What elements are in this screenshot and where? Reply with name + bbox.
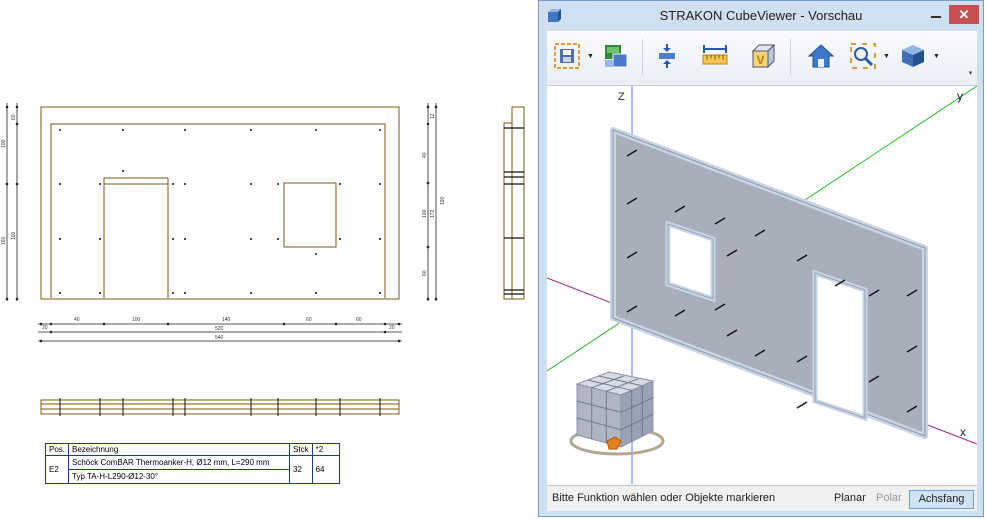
window-opening-3d [665, 220, 716, 303]
svg-text:140: 140 [222, 317, 231, 323]
3d-viewport[interactable]: Z y x [546, 85, 978, 484]
svg-text:12: 12 [430, 113, 436, 119]
tab-achsfang[interactable]: Achsfang [909, 490, 974, 509]
window-opening [283, 182, 337, 248]
table-header-row: Pos. Bezeichnung Stck *2 [44, 443, 340, 456]
status-bar: Bitte Funktion wählen oder Objekte marki… [547, 485, 977, 511]
svg-text:172: 172 [430, 209, 436, 218]
table-row: E2 Schöck ComBAR Thermoanker-H, Ø12 mm, … [44, 455, 340, 484]
split-button[interactable] [651, 40, 683, 72]
x-axis-label: x [960, 425, 966, 439]
cell-description: Schöck ComBAR Thermoanker-H, Ø12 mm, L=2… [68, 455, 291, 484]
door-opening-3d [812, 269, 868, 422]
title-bar[interactable]: STRAKON CubeViewer - Vorschau ✕ [539, 1, 983, 31]
wall-plan-view [40, 399, 400, 415]
anchor-dots [59, 129, 381, 294]
svg-text:20: 20 [389, 325, 395, 331]
y-axis-label: y [957, 89, 963, 103]
svg-text:100: 100 [11, 231, 17, 240]
app-icon [548, 9, 561, 22]
description-line-2: Typ TA-H-L290-Ø12-30° [72, 472, 159, 481]
header-pos: Pos. [44, 443, 70, 456]
view-cube-icon [902, 45, 924, 67]
parts-table: Pos. Bezeichnung Stck *2 E2 Schöck ComBA… [44, 443, 340, 484]
header-stck: Stck [289, 443, 313, 456]
wall-side-view [503, 122, 513, 300]
toolbar: ▼ [547, 31, 977, 86]
minimize-button[interactable] [925, 7, 947, 23]
wall-slab [610, 127, 928, 439]
svg-text:20: 20 [42, 325, 48, 331]
z-axis-label: Z [618, 91, 625, 103]
cube-v-button[interactable]: V [747, 40, 779, 72]
save-icon [554, 43, 580, 69]
zoom-icon [850, 43, 876, 69]
zoom-button[interactable] [847, 40, 879, 72]
save-dropdown-icon[interactable]: ▼ [587, 53, 594, 60]
svg-text:190: 190 [440, 196, 446, 205]
toolbar-separator [790, 39, 791, 75]
save-button[interactable] [551, 40, 583, 72]
view-cube-button[interactable] [897, 40, 929, 72]
layout-button[interactable] [599, 40, 631, 72]
close-button[interactable]: ✕ [949, 5, 979, 24]
navigation-cube [569, 371, 665, 456]
svg-text:100: 100 [132, 317, 141, 323]
measure-button[interactable] [699, 40, 731, 72]
wall-elevation-inner [50, 123, 386, 298]
tab-planar[interactable]: Planar [834, 492, 866, 504]
svg-text:60: 60 [422, 270, 428, 276]
svg-text:V: V [757, 53, 765, 67]
viewer-client: ▼ [546, 31, 978, 511]
header-factor: *2 [311, 443, 340, 456]
home-button[interactable] [805, 40, 837, 72]
svg-text:520: 520 [215, 326, 224, 332]
header-bezeichnung: Bezeichnung [68, 443, 291, 456]
svg-text:100: 100 [422, 209, 428, 218]
svg-text:40: 40 [74, 317, 80, 323]
measure-icon [702, 45, 728, 65]
cell-pos: E2 [44, 455, 70, 484]
toolbar-overflow-button[interactable]: ▾ [968, 70, 973, 77]
cubeviewer-window: STRAKON CubeViewer - Vorschau ✕ ▼ [538, 0, 984, 517]
door-opening [103, 177, 169, 298]
svg-text:60: 60 [306, 317, 312, 323]
description-line-1: Schöck ComBAR Thermoanker-H, Ø12 mm, L=2… [69, 456, 290, 470]
status-message: Bitte Funktion wählen oder Objekte marki… [552, 492, 776, 504]
3d-scene: Z y x [546, 85, 978, 484]
toolbar-separator [642, 39, 643, 75]
cell-total: 64 [311, 455, 340, 484]
cube-v-icon: V [751, 43, 776, 69]
split-icon [659, 44, 675, 68]
wall-elevation-outline [40, 106, 400, 300]
tab-polar[interactable]: Polar [876, 492, 902, 504]
cad-drawing: 20 40 100 140 60 60 20 520 540 100 60 16… [1, 103, 525, 416]
svg-text:100: 100 [1, 139, 7, 148]
zoom-dropdown-icon[interactable]: ▼ [883, 53, 890, 60]
layout-icon [605, 45, 628, 68]
view-dropdown-icon[interactable]: ▼ [933, 53, 940, 60]
svg-text:60: 60 [11, 114, 17, 120]
window-title: STRAKON CubeViewer - Vorschau [659, 8, 863, 23]
anchors-3d [626, 149, 918, 413]
home-icon [807, 44, 835, 68]
svg-text:40: 40 [422, 152, 428, 158]
svg-text:60: 60 [356, 317, 362, 323]
cell-count: 32 [289, 455, 313, 484]
svg-text:540: 540 [215, 335, 224, 341]
svg-text:160: 160 [1, 236, 7, 245]
